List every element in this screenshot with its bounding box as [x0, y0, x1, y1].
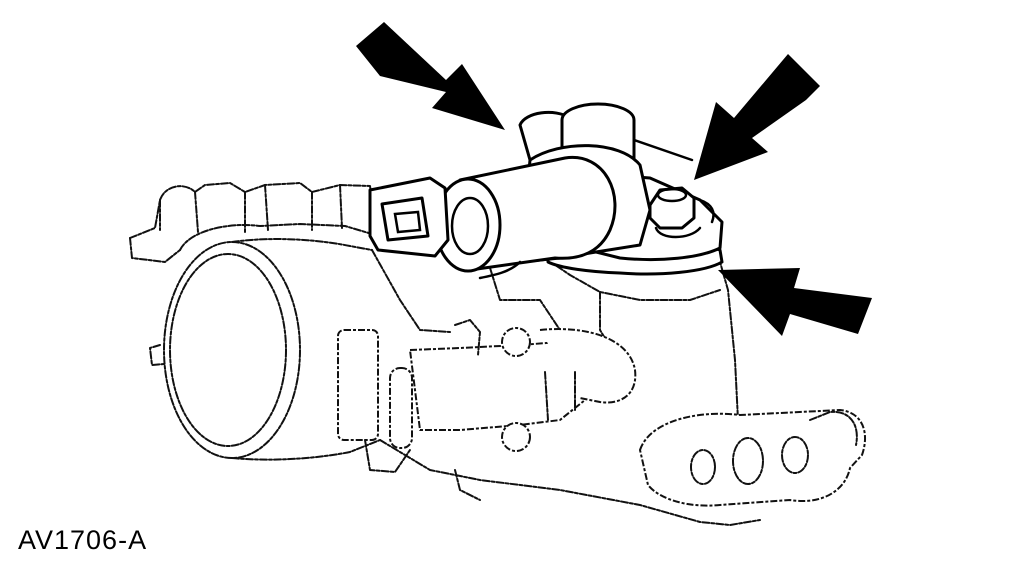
idle-air-control-valve: [368, 102, 724, 280]
iac-mounting-bolt: [648, 186, 696, 230]
upper-ribbed-housing: [129, 182, 373, 263]
arrow-icon: [718, 268, 872, 336]
callout-arrows: [356, 22, 872, 336]
figure-code-label: AV1706-A: [18, 525, 148, 555]
arrow-icon: [356, 22, 505, 130]
throttle-linkage: [337, 319, 637, 473]
arrow-icon: [694, 54, 820, 180]
mounting-flange: [639, 409, 866, 507]
throttle-bore: [149, 238, 381, 461]
